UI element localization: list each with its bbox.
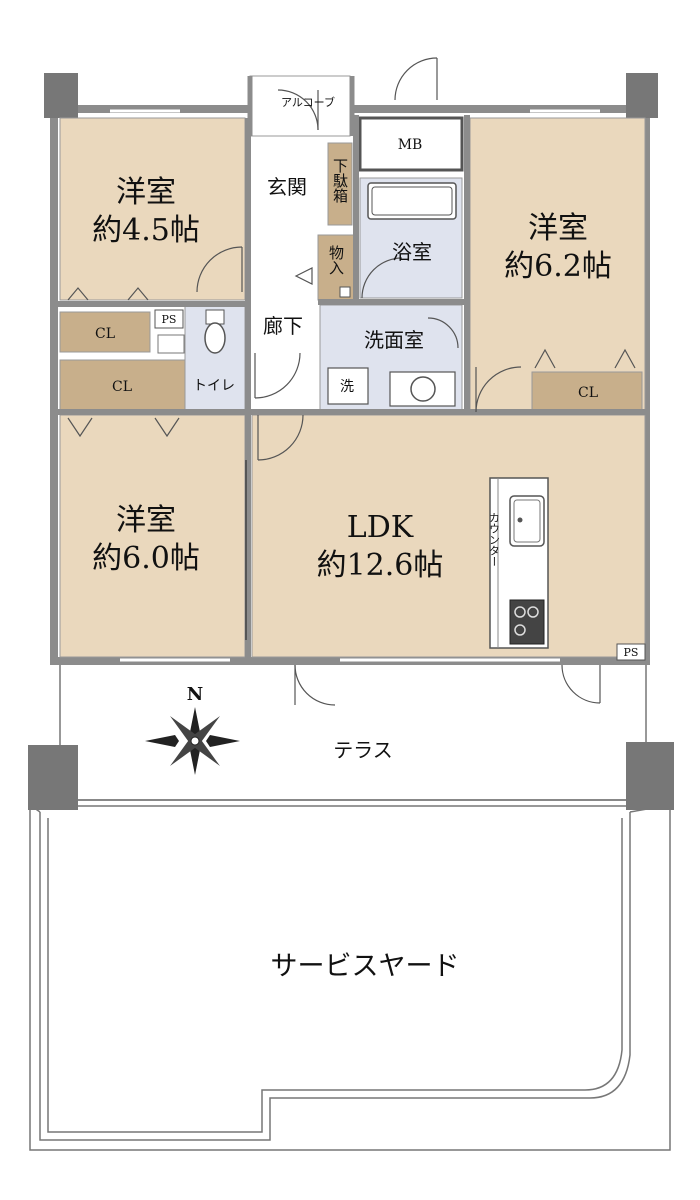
mb-label: MB: [398, 137, 423, 153]
bathtub: [367, 182, 457, 220]
bedroom-sw-name: 洋室: [116, 503, 176, 538]
ldk-name: LDK: [347, 510, 414, 545]
ps-box-lower: [616, 643, 646, 661]
bedroom-ne-size: 約6.2帖: [504, 249, 612, 284]
corridor-label: 廊下: [263, 314, 303, 338]
bedroom-nw-name: 洋室: [116, 175, 176, 210]
closet-ne: [531, 371, 643, 411]
genkan-label: 玄関: [267, 175, 307, 199]
bath-label: 浴室: [392, 240, 432, 264]
kitchen-stove: [509, 599, 545, 645]
pillar: [44, 73, 78, 118]
closet-nw-lower: [59, 359, 186, 411]
ps-label-lower: PS: [624, 646, 639, 659]
closet-label-nw-lower: CL: [112, 379, 132, 395]
ps-label-upper: PS: [162, 313, 177, 326]
closet-label-ne: CL: [578, 385, 598, 401]
bedroom-nw: [59, 117, 246, 301]
pillar: [28, 745, 78, 810]
ldk-size: 約12.6帖: [317, 548, 444, 583]
service-yard-label: サービスヤード: [271, 951, 460, 982]
closet-nw-upper: [59, 311, 151, 353]
pillar: [626, 73, 658, 118]
kitchen-sink: [509, 495, 545, 547]
north-label: N: [187, 684, 203, 705]
bedroom-nw-size: 約4.5帖: [92, 213, 200, 248]
bedroom-ne-name: 洋室: [528, 211, 588, 246]
closet-label-nw-upper: CL: [95, 326, 115, 342]
shoe-box: [327, 142, 353, 226]
toilet-label: トイレ: [193, 378, 235, 394]
washer-space: [327, 367, 369, 405]
shoe-box-label: 下駄箱: [331, 158, 349, 203]
bedroom-ne: [469, 117, 646, 411]
washer-label: 洗: [340, 379, 354, 395]
mb-box: [358, 116, 464, 172]
counter-label: カウンター: [488, 512, 501, 567]
ps-box-upper: [154, 309, 184, 329]
toilet-bowl: [204, 322, 226, 354]
pillar: [626, 742, 674, 810]
washroom-label: 洗面室: [364, 328, 424, 352]
bedroom-sw: [59, 414, 246, 658]
bedroom-sw-size: 約6.0帖: [92, 541, 200, 576]
terrace-label: テラス: [333, 738, 393, 762]
north-compass: [145, 707, 240, 775]
storage-label: 物入: [327, 245, 345, 275]
ldk: [251, 414, 646, 658]
alcove-label: アルコーブ: [281, 95, 335, 109]
terrace-area: [59, 663, 647, 807]
